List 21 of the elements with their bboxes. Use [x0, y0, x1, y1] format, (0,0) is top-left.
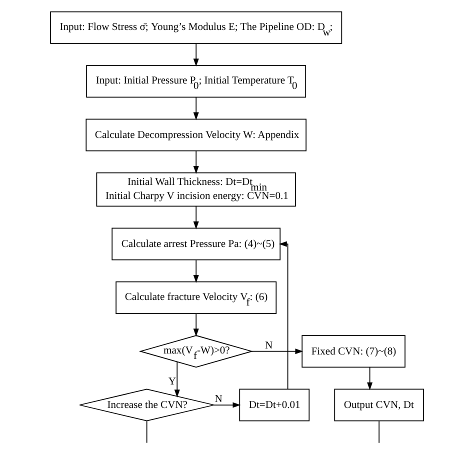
arrow: [193, 150, 199, 174]
arrow: [174, 362, 180, 398]
arrow: [367, 367, 373, 390]
arrow: [214, 402, 241, 408]
node-box: Calculate arrest Pressure Pa: (4)~(5): [112, 228, 281, 260]
edge-label: Y: [168, 376, 176, 388]
node-box: Dt=Dt+0.01: [239, 388, 310, 422]
node-box: Calculate Decompression Velocity W: Appendix: [86, 118, 306, 152]
arrow: [251, 348, 304, 354]
arrow: [193, 313, 199, 337]
node-box: Output CVN, Dt: [334, 388, 424, 422]
node-box: Fixed CVN: (7)~(8): [302, 335, 406, 368]
arrow: [193, 96, 199, 120]
edge-label: N: [214, 394, 222, 406]
arrow: [278, 241, 288, 390]
arrow: [193, 206, 199, 230]
arrow: [193, 260, 199, 283]
arrow: [193, 43, 199, 67]
edge-label: N: [264, 340, 273, 352]
connector: [378, 420, 380, 444]
connector: [146, 420, 148, 444]
